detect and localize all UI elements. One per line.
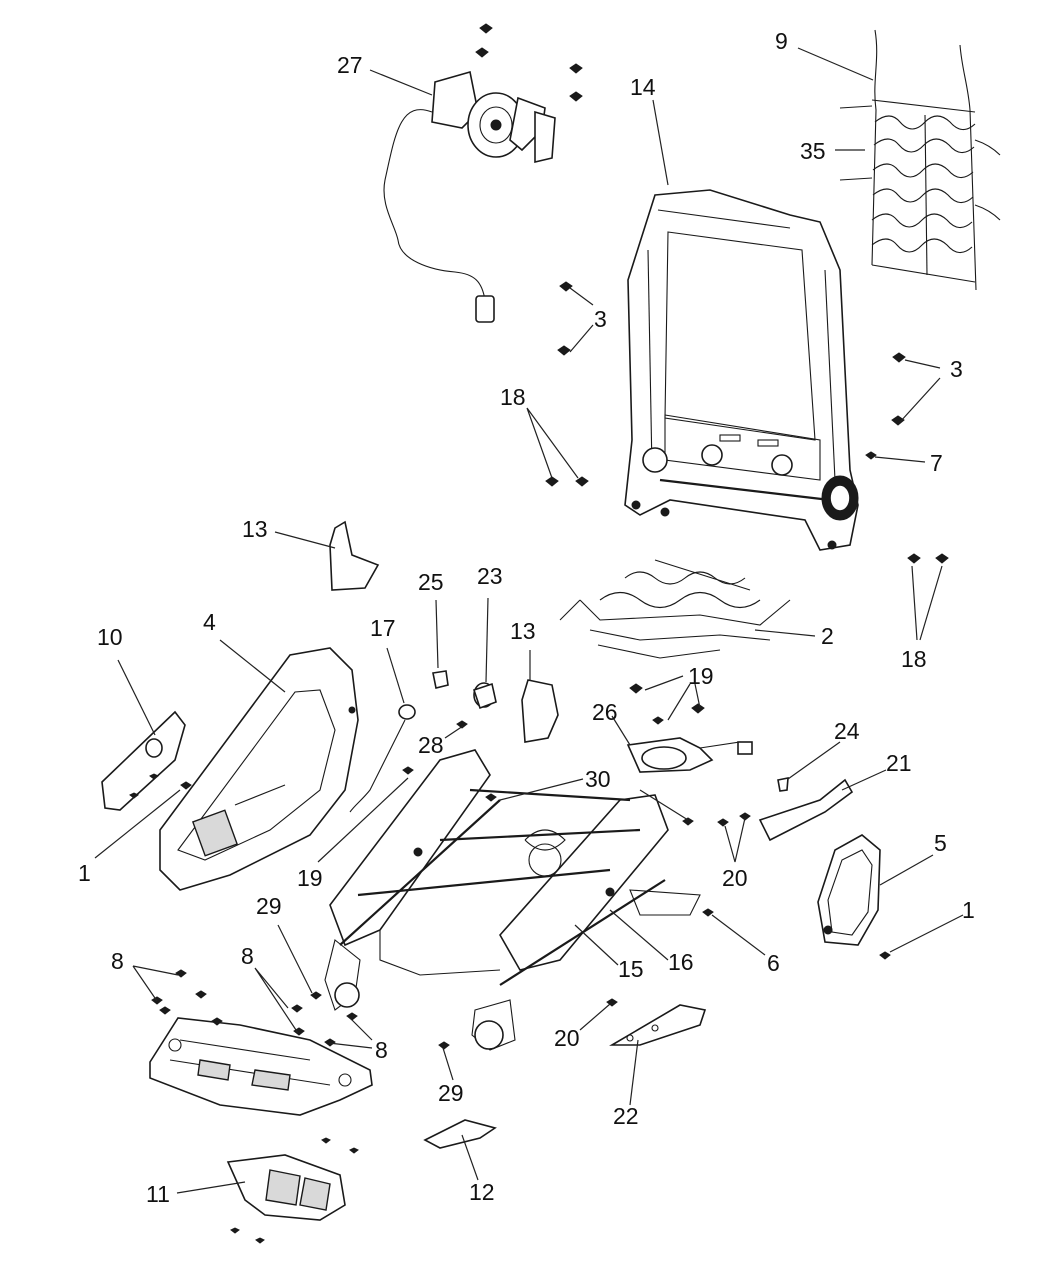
- callout-2: 2: [821, 623, 834, 649]
- callout-14: 14: [630, 74, 656, 100]
- callout-23: 23: [477, 563, 503, 589]
- callout-8-left: 8: [111, 948, 124, 974]
- lumbar-motor-assembly: [383, 23, 583, 323]
- callout-29-upper: 29: [256, 893, 282, 919]
- callout-17: 17: [370, 615, 396, 641]
- callout-24: 24: [834, 718, 860, 744]
- fastener-bolts: [310, 793, 751, 1050]
- callout-18-upper: 18: [500, 384, 526, 410]
- callout-12: 12: [469, 1179, 495, 1205]
- leader-lines: [94, 47, 964, 1194]
- callout-29-lower: 29: [438, 1080, 464, 1106]
- seatback-wire-frame: [839, 29, 1001, 291]
- callout-13-right: 13: [510, 618, 536, 644]
- callout-19-left: 19: [297, 865, 323, 891]
- callout-3-right: 3: [950, 356, 963, 382]
- callout-20-upper: 20: [722, 865, 748, 891]
- callout-9: 9: [775, 28, 788, 54]
- callout-11: 11: [146, 1181, 170, 1207]
- callout-15: 15: [618, 956, 644, 982]
- callout-28: 28: [418, 732, 444, 758]
- callout-27: 27: [337, 52, 363, 78]
- bracket-21-24: [758, 777, 854, 842]
- callout-1-left: 1: [78, 860, 91, 886]
- recliner-motor-26: [626, 737, 753, 773]
- callout-10: 10: [97, 624, 123, 650]
- seat-side-shield-4: [159, 647, 359, 891]
- callout-3-left: 3: [594, 306, 607, 332]
- seatback-shield-5: [180, 781, 891, 960]
- callout-25: 25: [418, 569, 444, 595]
- callout-21: 21: [886, 750, 912, 776]
- seat-track-adjuster: [324, 749, 701, 1051]
- callout-26: 26: [592, 699, 618, 725]
- callout-20-lower: 20: [554, 1025, 580, 1051]
- callout-16: 16: [668, 949, 694, 975]
- callout-6: 6: [767, 950, 780, 976]
- callout-30: 30: [585, 766, 611, 792]
- callout-1-right: 1: [962, 897, 975, 923]
- side-brackets: [329, 520, 559, 743]
- seatback-frame: [624, 189, 859, 551]
- lower-bracket-11: [226, 1137, 359, 1244]
- callout-8-right: 8: [375, 1037, 388, 1063]
- lower-bracket-12: [423, 1119, 497, 1149]
- callout-5: 5: [934, 830, 947, 856]
- callout-22: 22: [613, 1103, 639, 1129]
- small-components: [402, 670, 705, 803]
- seat-side-trim-10: [101, 710, 186, 811]
- seat-cushion-wires: [559, 559, 791, 659]
- callout-13-left: 13: [242, 516, 268, 542]
- callout-4: 4: [203, 609, 216, 635]
- seat-base-pan: [149, 969, 373, 1116]
- fastener-nuts: [545, 281, 949, 564]
- lower-bracket-22: [609, 1004, 707, 1046]
- callout-8-middle: 8: [241, 943, 254, 969]
- callout-18-lower: 18: [901, 646, 927, 672]
- callout-35: 35: [800, 138, 826, 164]
- callout-labels: 9 27 14 35 3 3 18 7 13 25 23 13 2 18 10 …: [78, 28, 975, 1207]
- wire-harness-17: [349, 704, 416, 813]
- callout-7: 7: [930, 450, 943, 476]
- callout-19-right: 19: [688, 663, 714, 689]
